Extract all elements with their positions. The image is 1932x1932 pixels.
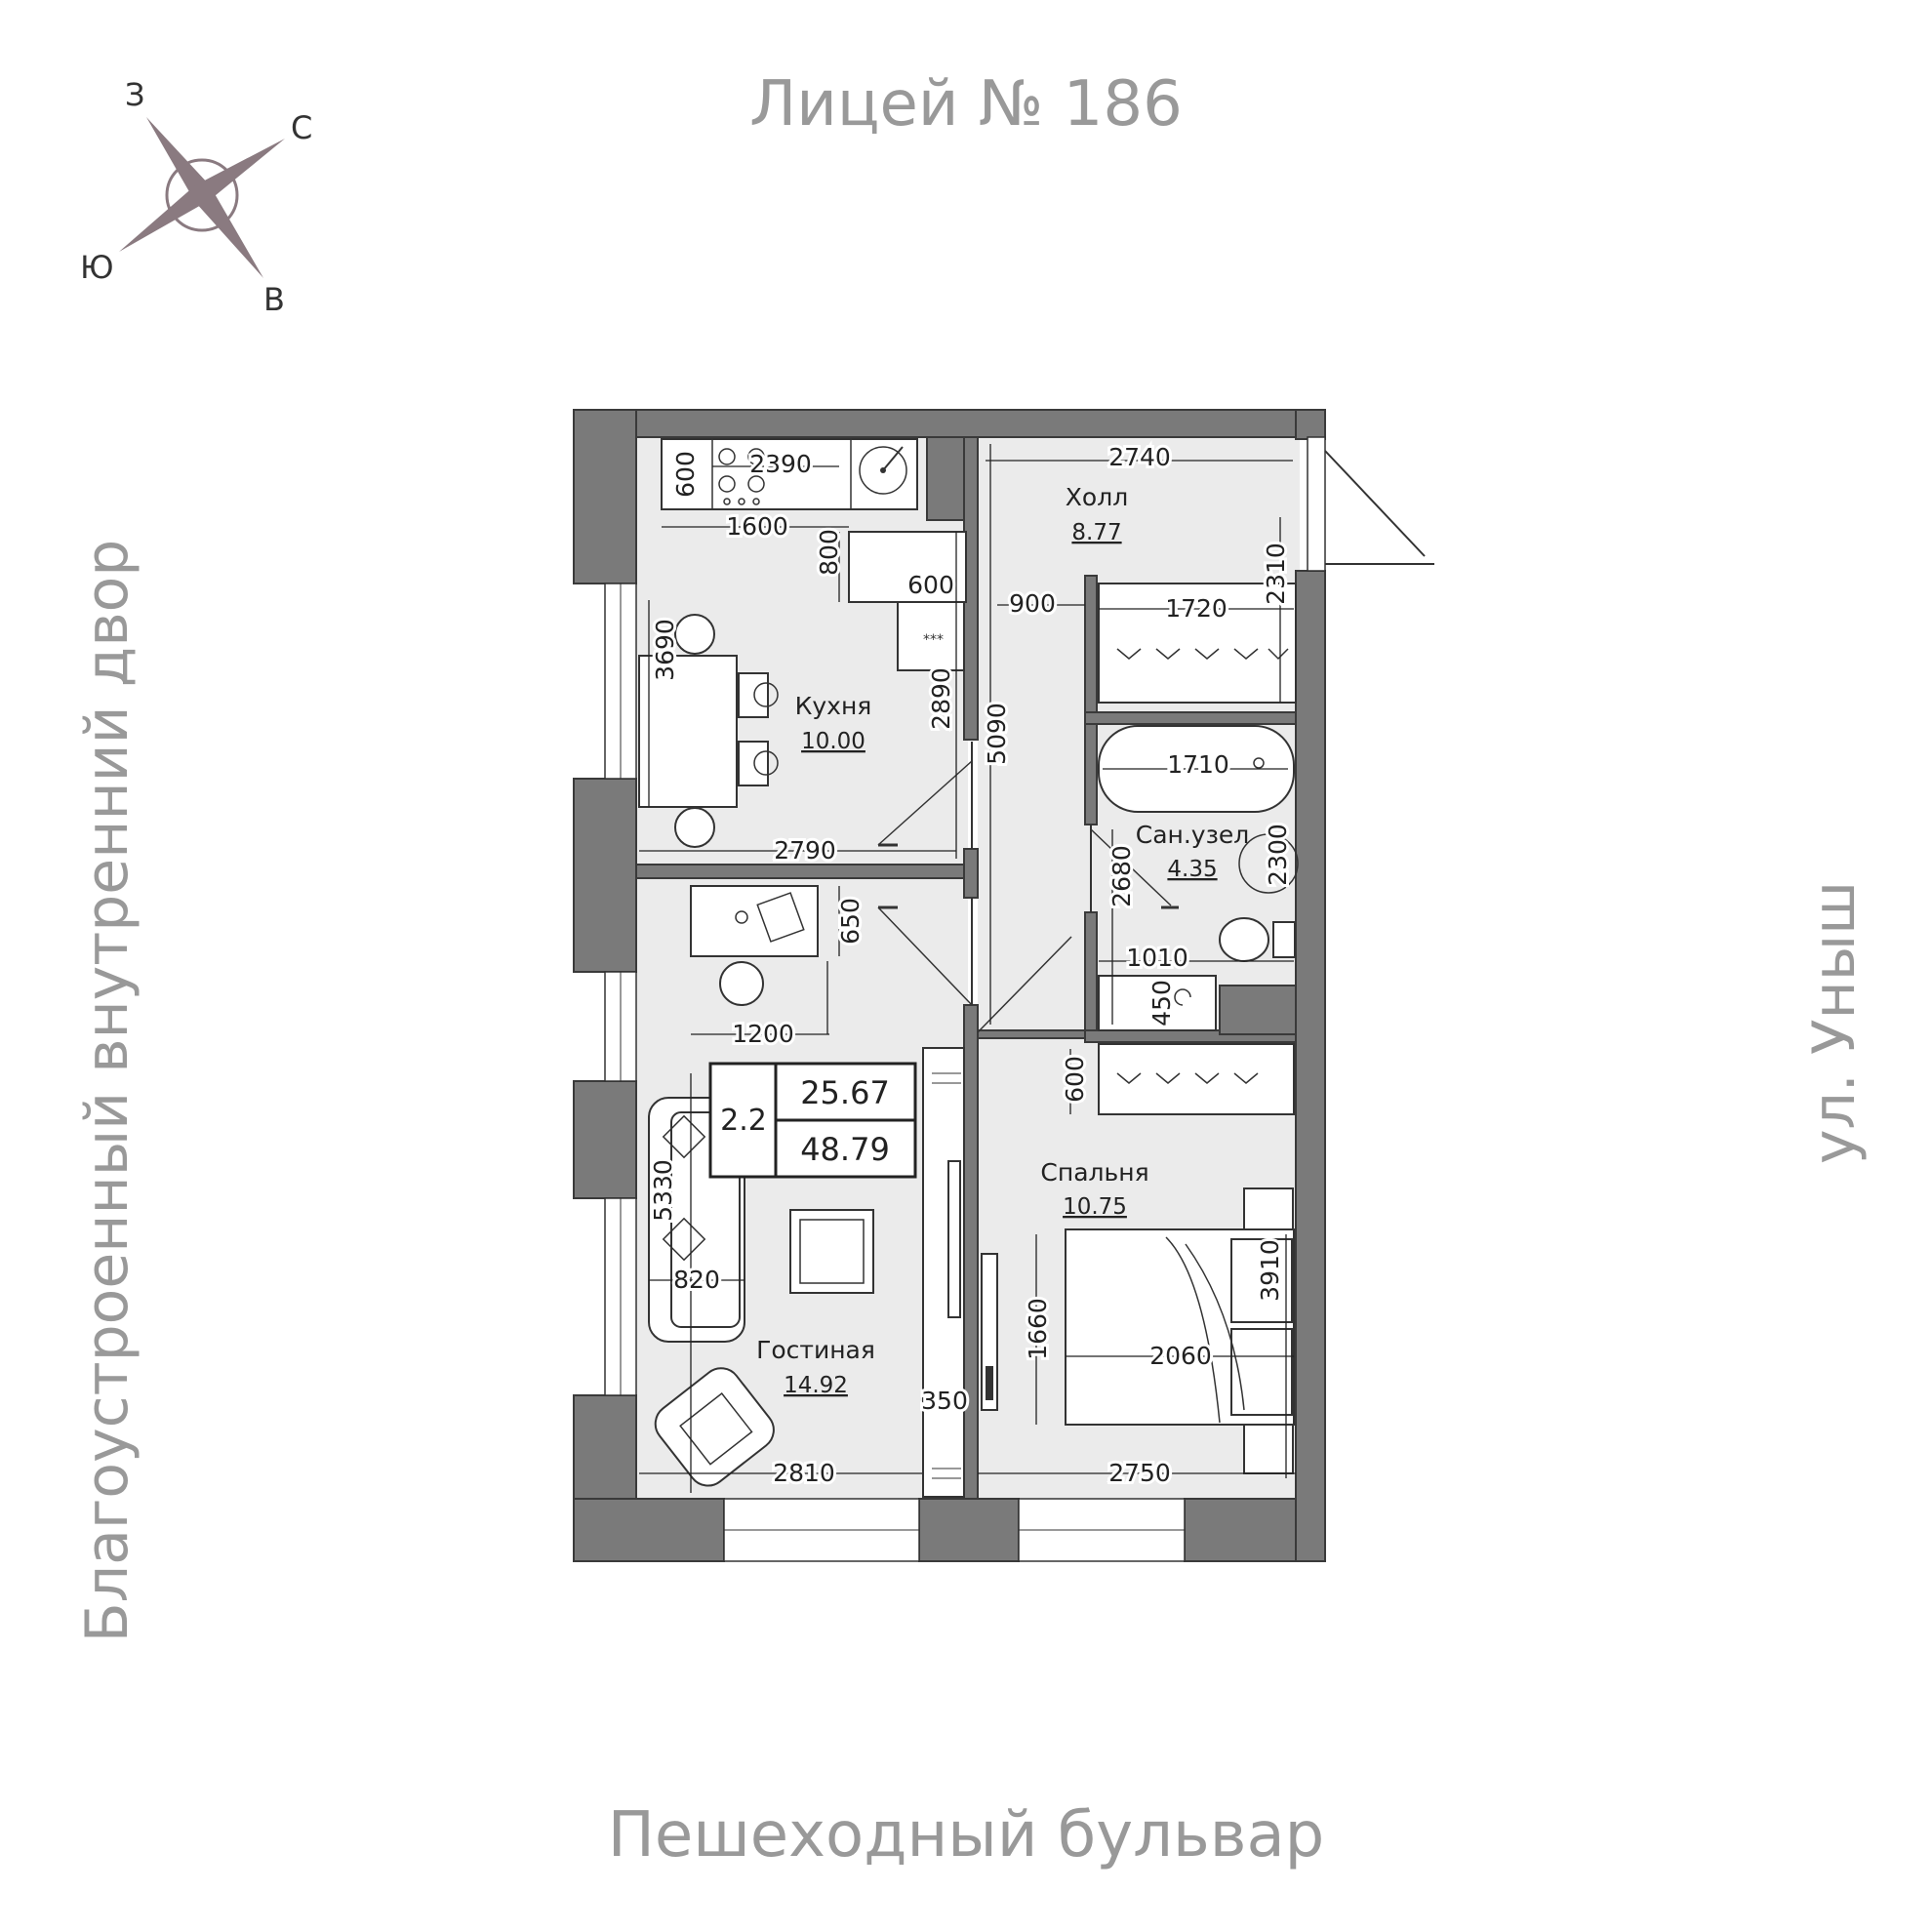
dim-1600: 1600 bbox=[726, 512, 788, 541]
windows bbox=[604, 583, 1186, 1562]
toilet-icon bbox=[1219, 917, 1296, 962]
entrance-door[interactable] bbox=[1307, 436, 1434, 572]
total-area: 48.79 bbox=[800, 1131, 890, 1168]
compass-icon: З С Ю В bbox=[80, 76, 312, 318]
dim-5090: 5090 bbox=[983, 703, 1011, 765]
dim-3910: 3910 bbox=[1256, 1239, 1284, 1302]
dim-2300: 2300 bbox=[1264, 824, 1292, 886]
label-bottom: Пешеходный бульвар bbox=[608, 1799, 1325, 1872]
label-right: ул. Уныш bbox=[1800, 881, 1869, 1164]
ceiling-height: 2.2 bbox=[720, 1104, 767, 1138]
desk-items-icon bbox=[735, 892, 805, 943]
label-left: Благоустроенный внутренний двор bbox=[73, 540, 141, 1643]
compass-east: В bbox=[263, 281, 285, 318]
hall-wardrobe bbox=[1098, 583, 1297, 704]
living-area: 25.67 bbox=[800, 1074, 890, 1111]
dim-2890: 2890 bbox=[927, 667, 955, 730]
room-kitchen-name: Кухня bbox=[795, 692, 872, 720]
dim-1200: 1200 bbox=[732, 1020, 794, 1048]
sink-icon bbox=[859, 446, 907, 495]
dim-2060: 2060 bbox=[1149, 1342, 1212, 1370]
dim-1660: 1660 bbox=[1024, 1298, 1052, 1360]
dim-3690: 3690 bbox=[651, 619, 679, 681]
dimension-lines bbox=[639, 444, 1296, 1493]
room-labels: Кухня 10.00 Холл 8.77 Сан.узел 4.35 Гост… bbox=[756, 483, 1249, 1398]
dim-2740: 2740 bbox=[1108, 443, 1171, 471]
room-kitchen-area: 10.00 bbox=[801, 729, 865, 754]
dim-2790: 2790 bbox=[774, 836, 836, 865]
dim-450: 450 bbox=[1147, 980, 1176, 1026]
room-hall-name: Холл bbox=[1066, 483, 1128, 511]
dim-5330: 5330 bbox=[649, 1159, 677, 1222]
dimension-labels: 2390 600 1600 800 600 3690 2890 2790 274… bbox=[646, 440, 1295, 1490]
compass-north: С bbox=[291, 109, 312, 146]
walls bbox=[573, 409, 1326, 1562]
armchair bbox=[654, 1367, 775, 1487]
dim-2680: 2680 bbox=[1107, 845, 1136, 907]
stove-icon bbox=[718, 448, 765, 505]
room-living-name: Гостиная bbox=[756, 1336, 875, 1364]
bed bbox=[1065, 1228, 1295, 1426]
dim-600: 600 bbox=[671, 451, 700, 498]
label-top: Лицей № 186 bbox=[749, 68, 1183, 141]
dim-900: 900 bbox=[1009, 589, 1056, 618]
room-bathroom-area: 4.35 bbox=[1167, 857, 1217, 882]
interior-doors bbox=[877, 742, 1179, 1033]
room-bedroom-area: 10.75 bbox=[1063, 1194, 1127, 1220]
dim-600-c: 600 bbox=[1061, 1056, 1089, 1103]
tv-wall-unit bbox=[922, 1047, 965, 1498]
compass-west: З bbox=[125, 76, 145, 113]
dim-2810: 2810 bbox=[773, 1459, 835, 1487]
dim-600-b: 600 bbox=[907, 571, 954, 599]
dim-1710: 1710 bbox=[1167, 750, 1229, 779]
dim-820: 820 bbox=[673, 1266, 720, 1294]
dim-650: 650 bbox=[836, 898, 865, 945]
summary-box: 2.2 25.67 48.79 bbox=[708, 1062, 917, 1179]
dim-350: 350 bbox=[921, 1387, 968, 1415]
dim-800: 800 bbox=[815, 529, 843, 576]
dishwasher-icon: *** bbox=[923, 632, 944, 648]
compass-south: Ю bbox=[80, 249, 114, 286]
room-hall-area: 8.77 bbox=[1071, 520, 1121, 545]
dim-1010: 1010 bbox=[1126, 944, 1188, 972]
kitchen-furniture: *** bbox=[638, 438, 967, 848]
dim-2310: 2310 bbox=[1262, 543, 1290, 605]
dim-2750: 2750 bbox=[1108, 1459, 1171, 1487]
room-bedroom-name: Спальня bbox=[1040, 1158, 1148, 1187]
bedroom-furniture bbox=[981, 1043, 1295, 1474]
dim-2390: 2390 bbox=[749, 450, 812, 478]
dim-1720: 1720 bbox=[1165, 594, 1228, 623]
dining-table bbox=[638, 614, 779, 848]
room-bathroom-name: Сан.узел bbox=[1136, 821, 1250, 849]
room-living-area: 14.92 bbox=[784, 1373, 848, 1398]
